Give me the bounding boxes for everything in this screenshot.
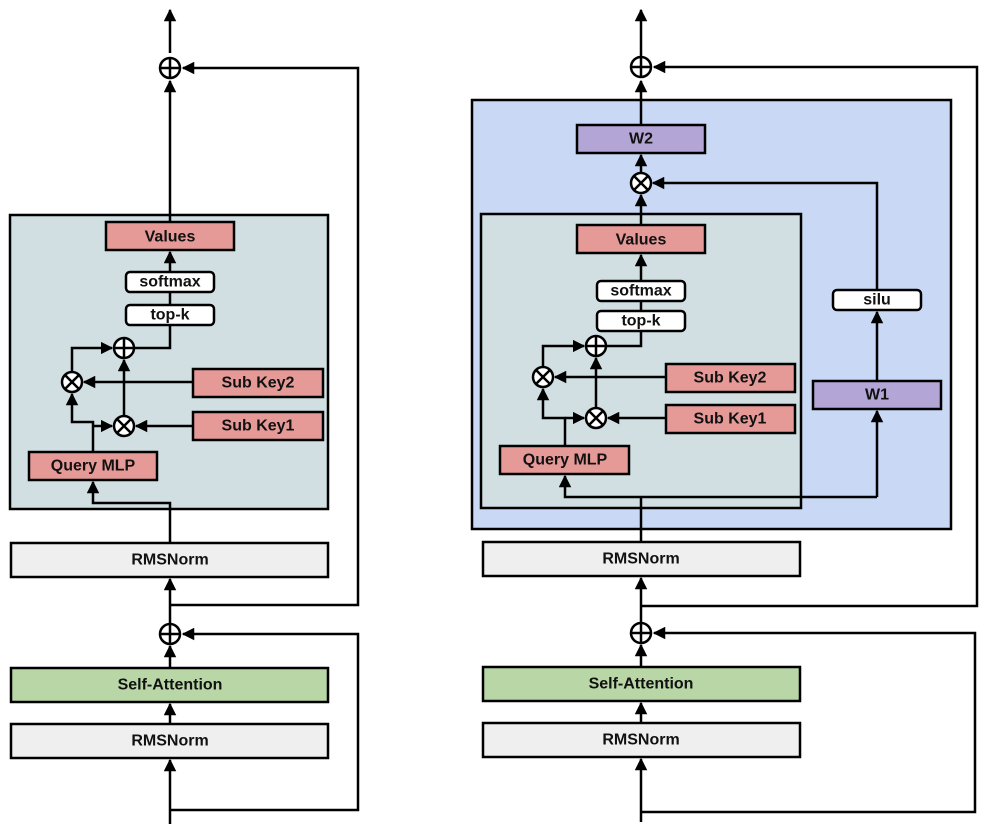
left-self-attention-label: Self-Attention: [118, 677, 223, 694]
right-input-to-query-line: [558, 474, 877, 499]
left-query-mlp-box: [27, 450, 159, 482]
left-multiply-operator-1: [112, 414, 136, 438]
right-w2-label: W2: [629, 131, 653, 148]
right-query-mlp-box: [498, 444, 631, 476]
right-multiply-operator-2: [531, 365, 555, 389]
right-w1-label: W1: [865, 387, 889, 404]
right-subkey1-box: [664, 403, 797, 435]
right-rmsnorm-top-label: RMSNorm: [602, 551, 679, 568]
left-subkey1-box: [191, 410, 325, 442]
right-mult2-to-add-line: [541, 339, 586, 367]
right-subkey2-box: [664, 362, 797, 394]
right-rmsnorm-bottom-label: RMSNorm: [602, 732, 679, 749]
right-silu-box: [831, 288, 923, 312]
right-subkey1-label: Sub Key1: [694, 411, 767, 428]
left-values-box: [104, 220, 236, 252]
right-w1-box: [811, 379, 943, 411]
right-inner-add-operator: [584, 334, 608, 358]
right-diagram: W2 Values softmax top-k: [470, 8, 979, 822]
right-rmsnorm-top-box: [481, 540, 802, 578]
left-softmax-label: softmax: [139, 274, 200, 291]
right-values-label: Values: [616, 232, 667, 249]
right-query-mlp-label: Query MLP: [523, 452, 608, 469]
right-add-to-topk-line: [606, 331, 643, 348]
left-top-add-operator: [158, 56, 182, 80]
right-w2-box: [575, 123, 707, 155]
left-rmsnorm-bottom-box: [9, 722, 330, 760]
left-inner-add-operator: [112, 336, 136, 360]
left-self-attention-box: [9, 666, 330, 704]
left-input-to-query-line: [86, 480, 172, 543]
right-subkey2-label: Sub Key2: [694, 370, 767, 387]
left-diagram: Values softmax top-k: [8, 8, 360, 824]
right-top-residual-line: [641, 60, 979, 608]
left-add-to-topk-line: [134, 325, 172, 350]
right-self-attention-label: Self-Attention: [589, 676, 694, 693]
left-mid-add-operator: [158, 622, 182, 646]
right-multiply-operator-1: [584, 406, 608, 430]
left-subkey2-box: [191, 367, 325, 399]
left-top-residual-line: [170, 61, 360, 607]
right-gate-multiply-operator: [629, 171, 653, 195]
right-topk-label: top-k: [621, 313, 660, 330]
left-multiply-operator-2: [60, 370, 84, 394]
right-silu-to-mult-line: [651, 176, 879, 290]
left-rmsnorm-top-box: [9, 541, 330, 579]
left-query-to-mult2-line: [65, 392, 95, 452]
right-softmax-label: softmax: [610, 283, 671, 300]
right-bottom-residual-line: [641, 626, 977, 814]
left-mult2-to-add-line: [70, 341, 114, 372]
left-query-mlp-label: Query MLP: [51, 458, 136, 475]
left-values-label: Values: [145, 229, 196, 246]
left-topk-label: top-k: [150, 307, 189, 324]
right-self-attention-box: [481, 665, 802, 703]
right-top-add-operator: [629, 55, 653, 79]
left-rmsnorm-top-label: RMSNorm: [131, 552, 208, 569]
right-rmsnorm-bottom-box: [481, 721, 802, 759]
left-rmsnorm-bottom-label: RMSNorm: [131, 733, 208, 750]
right-silu-label: silu: [863, 292, 891, 309]
right-values-box: [575, 223, 707, 255]
right-mid-add-operator: [629, 621, 653, 645]
right-query-to-mult2-line: [536, 387, 567, 446]
left-bottom-residual-line: [170, 627, 360, 812]
left-subkey1-label: Sub Key1: [222, 418, 295, 435]
left-subkey2-label: Sub Key2: [222, 375, 295, 392]
